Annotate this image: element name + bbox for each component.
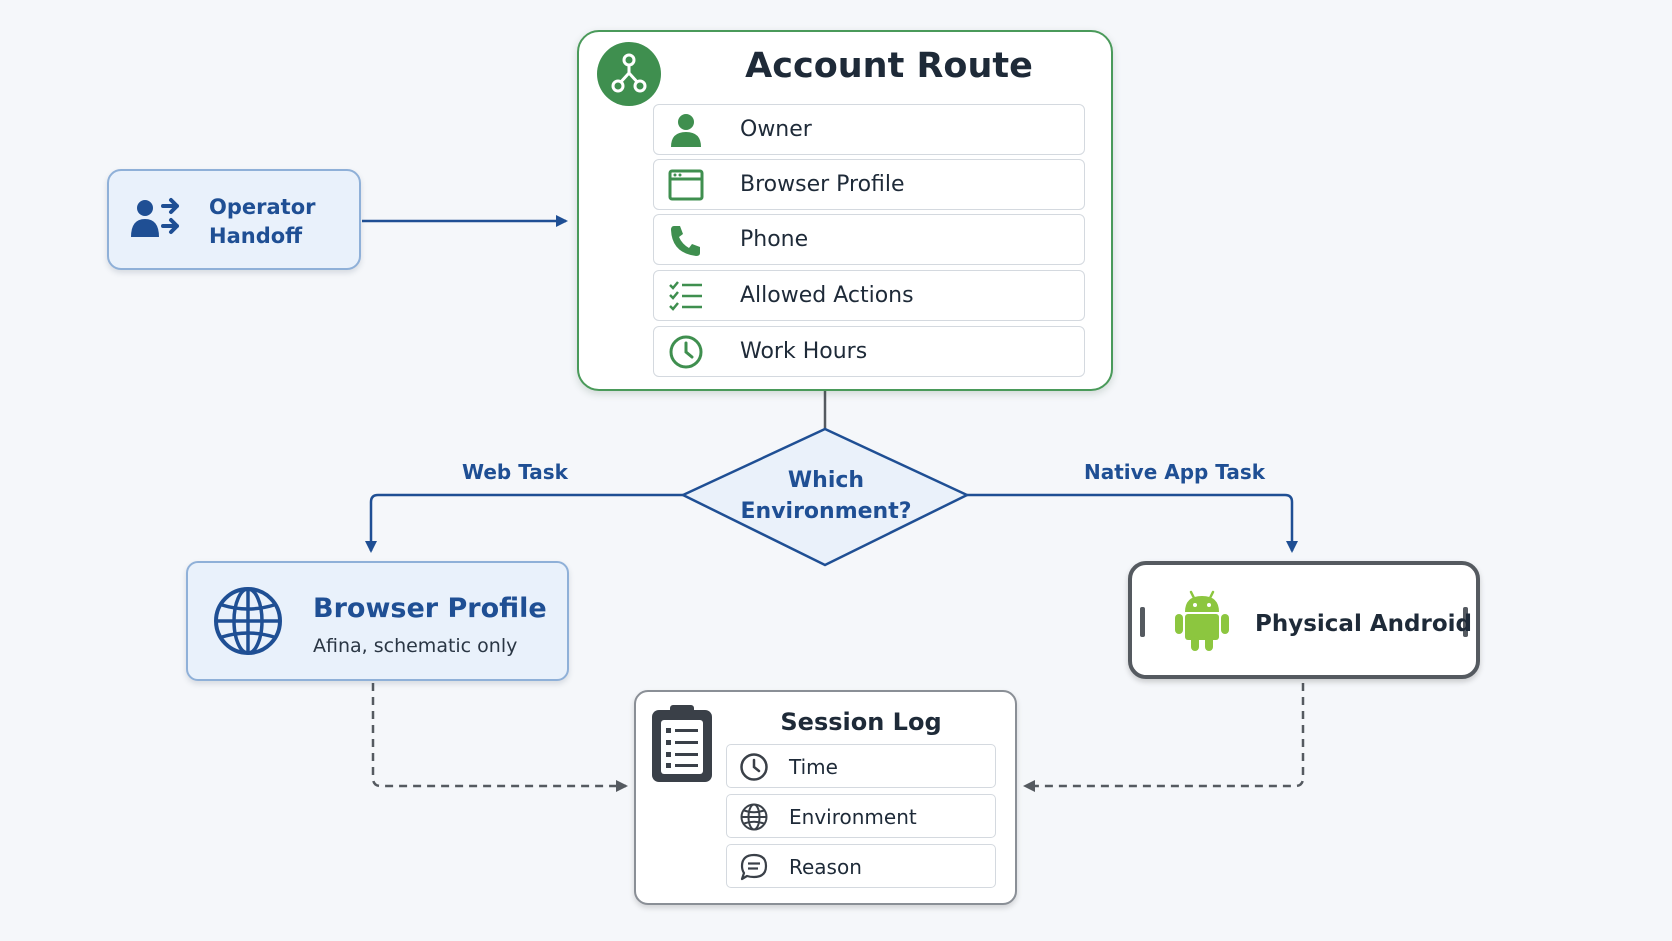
physical-android-title: Physical Android: [1255, 611, 1472, 637]
clock-icon: [669, 335, 703, 369]
phone-side-button: [1140, 607, 1145, 637]
person-icon: [671, 114, 701, 147]
log-row-label: Time: [789, 755, 838, 779]
decision-label: Which Environment?: [720, 465, 932, 527]
browser-window-icon: [668, 169, 704, 201]
account-route-node: Account Route Owner Browser Profile Phon…: [577, 30, 1113, 391]
route-row-label: Browser Profile: [740, 172, 905, 197]
log-row-label: Environment: [789, 805, 917, 829]
decision-label-line1: Which: [787, 468, 865, 493]
chat-bubble-icon: [740, 853, 768, 881]
clock-icon: [740, 753, 768, 781]
route-row-label: Work Hours: [740, 339, 868, 364]
route-row-work-hours: Work Hours: [653, 326, 1085, 377]
browser-profile-node: Browser Profile Afina, schematic only: [186, 561, 569, 681]
route-row-label: Phone: [740, 227, 809, 252]
phone-side-button: [1463, 607, 1468, 637]
route-row-phone: Phone: [653, 214, 1085, 265]
phone-icon: [671, 226, 700, 256]
log-row-time: Time: [726, 744, 996, 788]
physical-android-node: Physical Android: [1128, 561, 1480, 679]
route-row-browser-profile: Browser Profile: [653, 159, 1085, 210]
browser-profile-subtitle: Afina, schematic only: [313, 635, 518, 657]
session-log-node: Session Log Time Environment Reason: [634, 690, 1017, 905]
native-app-task-label: Native App Task: [1084, 460, 1266, 484]
decision-label-line2: Environment?: [740, 499, 912, 524]
route-row-label: Owner: [740, 117, 812, 142]
log-row-reason: Reason: [726, 844, 996, 888]
route-row-owner: Owner: [653, 104, 1085, 155]
clipboard-icon: [652, 705, 712, 782]
globe-icon: [214, 587, 282, 655]
user-transfer-icon: [131, 198, 179, 237]
decision-diamond: [680, 427, 970, 567]
browser-to-log-arrow: [371, 683, 628, 792]
android-to-log-arrow: [1023, 683, 1305, 792]
handoff-label-line1: Operator: [209, 195, 316, 219]
native-app-task-arrow: [967, 493, 1298, 553]
web-task-label: Web Task: [462, 460, 568, 484]
route-hub-icon: [597, 42, 661, 106]
log-row-environment: Environment: [726, 794, 996, 838]
route-row-label: Allowed Actions: [740, 283, 914, 308]
operator-handoff-node: Operator Handoff: [107, 169, 361, 270]
handoff-label-line2: Handoff: [209, 224, 303, 248]
browser-profile-title: Browser Profile: [313, 593, 547, 624]
globe-icon: [740, 803, 768, 831]
web-task-arrow: [365, 493, 683, 553]
android-icon: [1175, 590, 1229, 651]
session-log-title: Session Log: [780, 708, 942, 736]
log-row-label: Reason: [789, 855, 862, 879]
route-row-allowed-actions: Allowed Actions: [653, 270, 1085, 321]
account-route-title: Account Route: [745, 46, 1033, 86]
checklist-icon: [669, 281, 702, 311]
